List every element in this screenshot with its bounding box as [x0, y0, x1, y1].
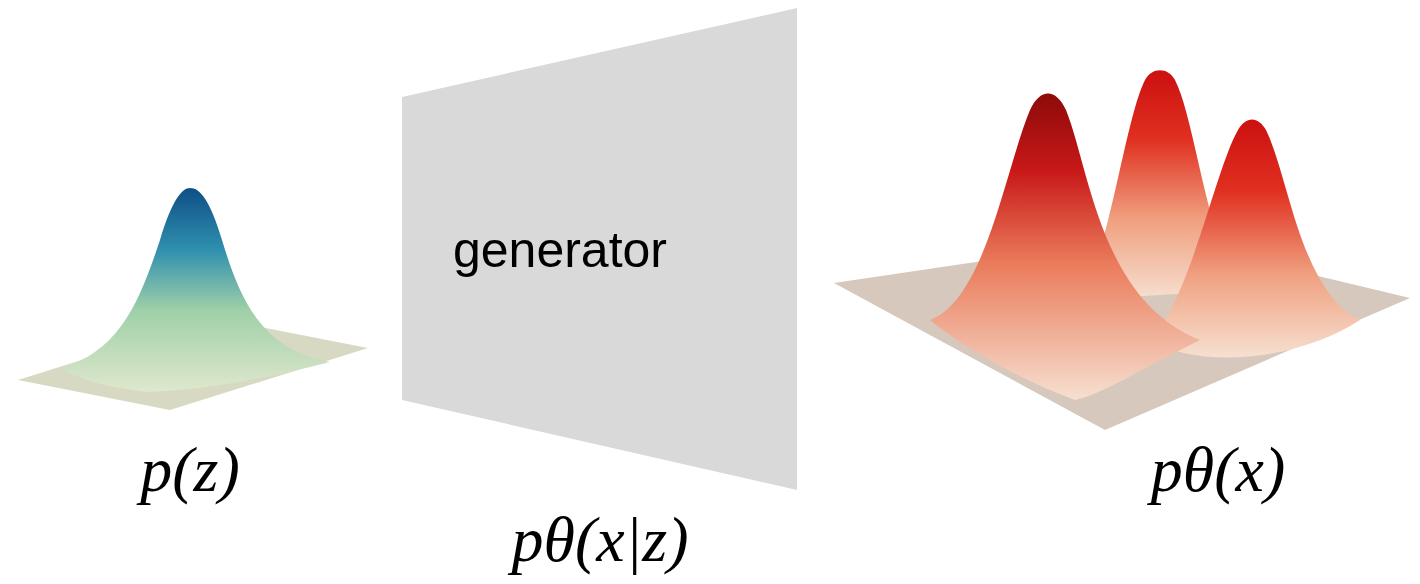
- distribution-label: pθ(x): [1151, 435, 1285, 505]
- left-peak: [930, 94, 1200, 401]
- trapezoid-shape: [402, 8, 797, 490]
- distribution-label: p(z): [140, 435, 240, 505]
- mixture-surface: [834, 70, 1410, 430]
- bell-surface: [60, 188, 330, 392]
- distribution-label: pθ(x|z): [512, 505, 689, 575]
- node-title: generator: [453, 221, 667, 279]
- gaussian-surface: [18, 188, 368, 410]
- generator-trapezoid: generator: [402, 8, 797, 490]
- right-peak: [1150, 120, 1360, 358]
